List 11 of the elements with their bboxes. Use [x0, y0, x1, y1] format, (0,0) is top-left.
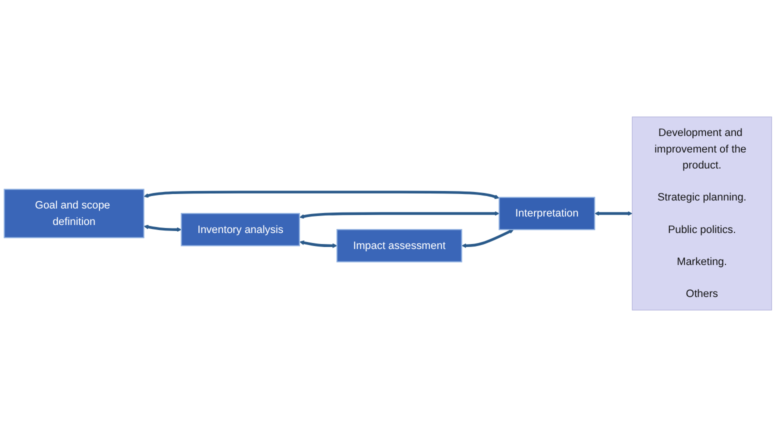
node-box: Inventory analysis — [180, 212, 300, 246]
arrow — [144, 224, 182, 232]
node-box: Goal and scope definition — [4, 188, 144, 238]
arrow — [594, 211, 632, 216]
arrow — [299, 211, 500, 219]
arrow — [462, 229, 514, 248]
node-box: Interpretation — [498, 196, 596, 230]
node-box: Impact assessment — [336, 229, 462, 262]
node-box: Development and improvement of the product. Strategic planning. Public politics. Marketing. Others — [632, 116, 772, 310]
arrow — [144, 190, 500, 200]
arrow — [299, 240, 338, 248]
